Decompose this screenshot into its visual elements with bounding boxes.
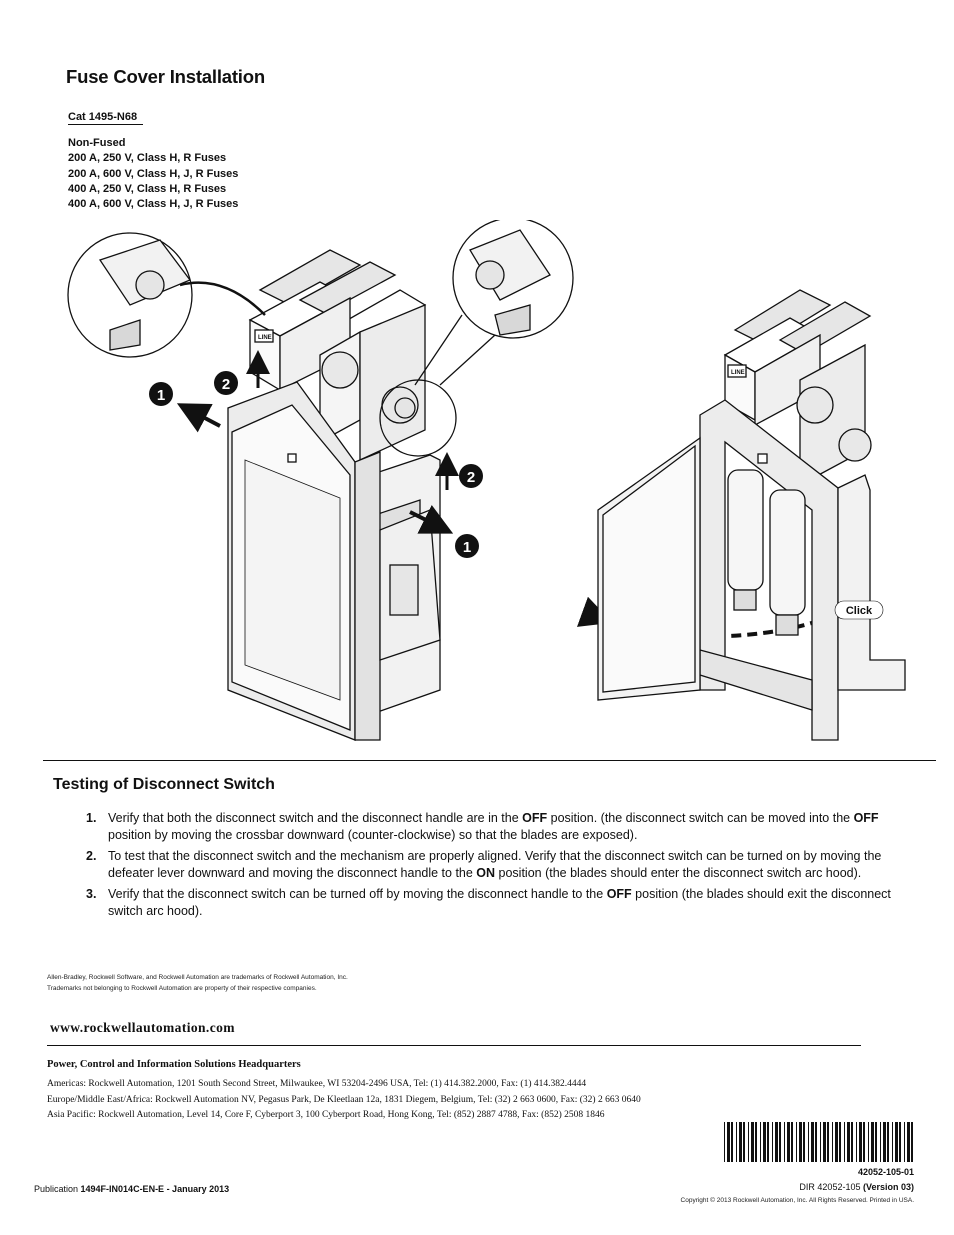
publication-number: Publication 1494F-IN014C-EN-E - January … <box>34 1184 230 1194</box>
callout-2-lower-text: 2 <box>467 469 475 486</box>
installation-illustration: LINE 1 <box>67 220 906 741</box>
spec-item: 400 A, 600 V, Class H, J, R Fuses <box>68 198 239 211</box>
step-callouts: 1 2 2 1 <box>149 371 483 558</box>
step-number: 1. <box>86 811 97 825</box>
section-title-fuse-cover: Fuse Cover Installation <box>66 66 265 87</box>
callout-2-upper <box>214 371 238 395</box>
part-number: 42052-105-01 <box>857 1167 914 1177</box>
left-switch-assembly: LINE <box>227 249 441 741</box>
step-text: Verify that the disconnect switch can be… <box>108 887 891 918</box>
spec-item: 400 A, 250 V, Class H, R Fuses <box>68 182 227 195</box>
footer-divider <box>47 1045 861 1046</box>
right-switch-assembly: LINE <box>597 289 906 741</box>
detail-magnifier-left <box>67 232 266 358</box>
address-americas: Americas: Rockwell Automation, 1201 Sout… <box>47 1079 587 1089</box>
step-text: To test that the disconnect switch and t… <box>108 849 882 880</box>
step-number: 2. <box>86 849 97 863</box>
barcode <box>724 1122 913 1162</box>
line-label-left: LINE <box>258 335 272 341</box>
callout-2-upper-text: 2 <box>222 376 230 393</box>
trademark-notice: Allen-Bradley, Rockwell Software, and Ro… <box>47 972 348 994</box>
step-number: 3. <box>86 887 97 901</box>
detail-magnifier-right <box>379 220 574 457</box>
list-item: 2. To test that the disconnect switch an… <box>86 848 912 881</box>
spec-item: Non-Fused <box>68 137 126 149</box>
spec-item: 200 A, 600 V, Class H, J, R Fuses <box>68 167 239 180</box>
callout-2-lower <box>459 464 483 488</box>
catalog-number-text: Cat 1495-N68 <box>68 111 144 125</box>
section-divider <box>43 760 936 761</box>
hq-addresses: Americas: Rockwell Automation, 1201 Sout… <box>47 1077 641 1124</box>
callout-1-lower-text: 1 <box>463 539 471 556</box>
section-title-testing: Testing of Disconnect Switch <box>53 776 275 793</box>
address-emea: Europe/Middle East/Africa: Rockwell Auto… <box>47 1094 641 1105</box>
testing-steps-list: 1. Verify that both the disconnect switc… <box>86 810 912 924</box>
callout-1-upper-text: 1 <box>157 387 165 404</box>
trademark-line: Trademarks not belonging to Rockwell Aut… <box>47 985 317 992</box>
spec-item: 200 A, 250 V, Class H, R Fuses <box>68 152 227 165</box>
dir-number: DIR 42052-105 (Version 03) <box>799 1182 914 1192</box>
trademark-line: Allen-Bradley, Rockwell Software, and Ro… <box>47 974 348 981</box>
callout-1-lower <box>455 534 479 558</box>
catalog-number: Cat 1495-N68 <box>68 111 144 125</box>
spec-list: Non-Fused 200 A, 250 V, Class H, R Fuses… <box>68 136 238 212</box>
copyright: Copyright © 2013 Rockwell Automation, In… <box>680 1197 914 1204</box>
list-item: 1. Verify that both the disconnect switc… <box>86 810 912 843</box>
callout-1-upper <box>149 382 173 406</box>
hq-title: Power, Control and Information Solutions… <box>47 1059 301 1070</box>
address-apac: Asia Pacific: Rockwell Automation, Level… <box>47 1110 605 1121</box>
website-link[interactable]: www.rockwellautomation.com <box>50 1020 235 1035</box>
line-label-right: LINE <box>731 370 745 376</box>
step-text: Verify that both the disconnect switch a… <box>108 811 879 842</box>
list-item: 3. Verify that the disconnect switch can… <box>86 886 912 919</box>
click-label-text: Click <box>846 605 873 617</box>
click-label: Click <box>834 600 884 620</box>
